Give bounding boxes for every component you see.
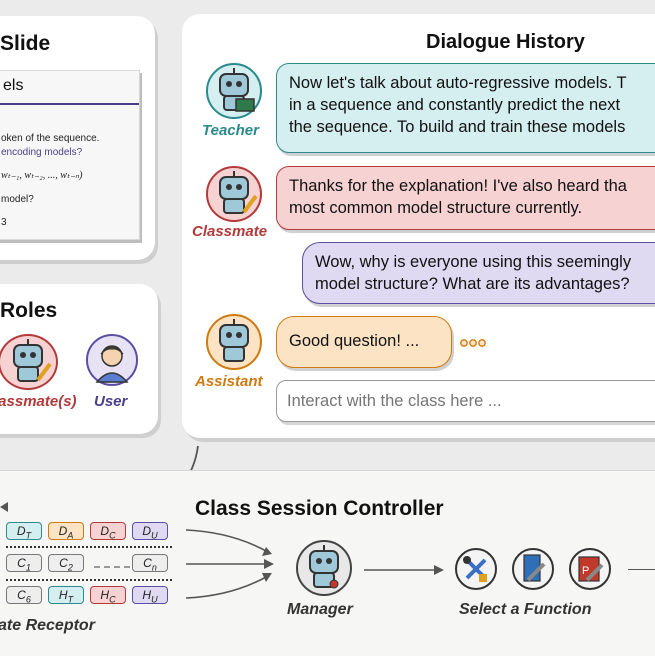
slide-line: model? xyxy=(1,194,34,205)
state-token: HU xyxy=(132,586,168,604)
robot-icon xyxy=(13,339,52,382)
token-to-manager-arrows xyxy=(185,529,274,599)
user-avatar-icon xyxy=(95,345,129,383)
manager-avatar[interactable] xyxy=(296,540,352,596)
token-separator xyxy=(6,546,172,548)
tools-icon[interactable] xyxy=(455,548,497,590)
user-message: Wow, why is everyone using this seemingl… xyxy=(302,242,655,304)
slide-heading-rule xyxy=(0,103,139,105)
receptor-input-arrow xyxy=(0,502,8,512)
state-token: DU xyxy=(132,522,168,540)
svg-text:P: P xyxy=(582,565,589,577)
slides-wrench-icon[interactable]: P xyxy=(569,548,611,590)
book-wrench-icon[interactable] xyxy=(512,548,554,590)
dialogue-title: Dialogue History xyxy=(426,31,585,53)
user-avatar[interactable] xyxy=(86,334,138,386)
teacher-avatar xyxy=(206,63,262,119)
class-interaction-input[interactable] xyxy=(276,380,655,422)
slide-formula: wₜ₋₁, wₜ₋₂, ..., wₜ₋ₙ) xyxy=(1,170,83,181)
token-gap xyxy=(94,566,130,568)
state-token: C2 xyxy=(48,554,84,572)
assistant-message: Good question! ... xyxy=(276,316,452,368)
classmate-message: Thanks for the explanation! I've also he… xyxy=(276,166,655,230)
manager-label: Manager xyxy=(287,601,353,618)
slide-line: encoding models? xyxy=(1,147,83,158)
slide-line: oken of the sequence. xyxy=(1,133,100,144)
slide-title: Slide xyxy=(0,32,51,55)
state-token: DT xyxy=(6,522,42,540)
robot-icon xyxy=(219,319,249,362)
teacher-role-label: Teacher xyxy=(202,122,259,139)
select-function-label: Select a Function xyxy=(459,601,592,618)
teacher-message: Now let's talk about auto-regressive mod… xyxy=(276,63,655,153)
receptor-label: ate Receptor xyxy=(0,617,95,634)
assistant-role-label: Assistant xyxy=(195,373,263,390)
state-token: DA xyxy=(48,522,84,540)
classmate-role-label: lassmate(s) xyxy=(0,393,77,410)
manager-to-function-arrow xyxy=(364,565,444,575)
state-token: HC xyxy=(90,586,126,604)
state-token: HT xyxy=(48,586,84,604)
robot-icon xyxy=(309,545,339,589)
slide-thumbnail: els oken of the sequence. encoding model… xyxy=(0,70,140,240)
state-token: DC xyxy=(90,522,126,540)
controller-title: Class Session Controller xyxy=(195,497,444,520)
token-separator xyxy=(6,579,172,581)
state-token: Cn xyxy=(132,554,168,572)
typing-indicator xyxy=(460,335,488,347)
function-exit-arrow xyxy=(628,569,655,570)
roles-title: Roles xyxy=(0,299,58,322)
classmate-avatar xyxy=(206,166,262,222)
user-role-label: User xyxy=(94,393,128,410)
state-token: C6 xyxy=(6,586,42,604)
robot-icon xyxy=(219,68,255,112)
state-token: C1 xyxy=(6,554,42,572)
assistant-avatar xyxy=(206,314,262,370)
classmate-role-label: Classmate xyxy=(192,223,268,240)
classmate-avatar[interactable] xyxy=(0,334,58,390)
slide-line: 3 xyxy=(1,217,7,228)
robot-icon xyxy=(219,171,258,214)
slide-heading: els xyxy=(3,77,24,94)
